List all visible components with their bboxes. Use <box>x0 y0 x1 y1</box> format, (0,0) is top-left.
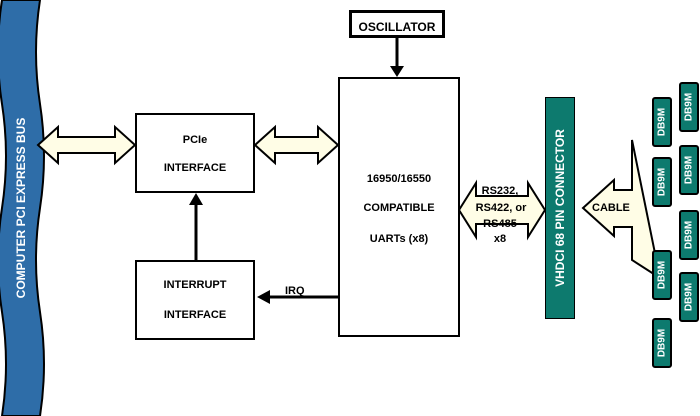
serial-label-line4: x8 <box>493 233 507 245</box>
interrupt-label-line1: INTERRUPT <box>163 279 227 291</box>
uart-label-line3: UARTs (x8) <box>369 233 429 245</box>
pcie-label-line2: INTERFACE <box>163 162 227 174</box>
serial-label-line2: RS422, or <box>475 202 527 214</box>
oscillator-label: OSCILLATOR <box>358 20 436 34</box>
uart-label-line1: 16950/16550 <box>366 173 432 185</box>
bus-pcie-double-arrow <box>36 124 137 166</box>
oscillator-box: OSCILLATOR <box>349 10 445 38</box>
irq-label: IRQ <box>285 285 305 297</box>
interrupt-interface-box: INTERRUPT INTERFACE <box>135 260 255 340</box>
uart-label-line2: COMPATIBLE <box>363 202 435 214</box>
db9m-label: DB9M <box>656 167 668 197</box>
db9m-port-2: DB9M <box>679 82 699 132</box>
cable-label: CABLE <box>592 202 630 214</box>
db9m-port-1: DB9M <box>652 97 672 147</box>
irq-arrow-head <box>257 290 270 304</box>
pcie-uart-double-arrow <box>253 124 340 166</box>
serial-label-line3: RS485 <box>483 218 517 230</box>
pci-express-bus-label: COMPUTER PCI EXPRESS BUS <box>14 117 28 299</box>
vhdci-connector <box>545 97 575 319</box>
db9m-label: DB9M <box>683 155 695 185</box>
db9m-port-5: DB9M <box>652 250 672 300</box>
db9m-label: DB9M <box>683 220 695 250</box>
db9m-port-7: DB9M <box>652 318 672 368</box>
interrupt-arrow-head <box>189 193 203 205</box>
uart-box: 16950/16550 COMPATIBLE UARTs (x8) <box>338 77 460 337</box>
interrupt-label-line2: INTERFACE <box>163 309 227 321</box>
db9m-port-6: DB9M <box>679 210 699 260</box>
vhdci-connector-label: VHDCI 68 PIN CONNECTOR <box>553 129 567 287</box>
db9m-port-8: DB9M <box>679 272 699 322</box>
db9m-label: DB9M <box>683 92 695 122</box>
db9m-port-3: DB9M <box>652 157 672 207</box>
db9m-label: DB9M <box>683 282 695 312</box>
serial-label-line1: RS232, <box>481 185 519 197</box>
db9m-port-4: DB9M <box>679 145 699 195</box>
pcie-interface-box: PCIe INTERFACE <box>135 113 255 193</box>
db9m-label: DB9M <box>656 328 668 358</box>
db9m-label: DB9M <box>656 107 668 137</box>
pci-express-bus-bar <box>0 0 45 416</box>
oscillator-arrow-head <box>390 66 404 77</box>
pcie-label-line1: PCIe <box>182 134 208 146</box>
db9m-label: DB9M <box>656 260 668 290</box>
